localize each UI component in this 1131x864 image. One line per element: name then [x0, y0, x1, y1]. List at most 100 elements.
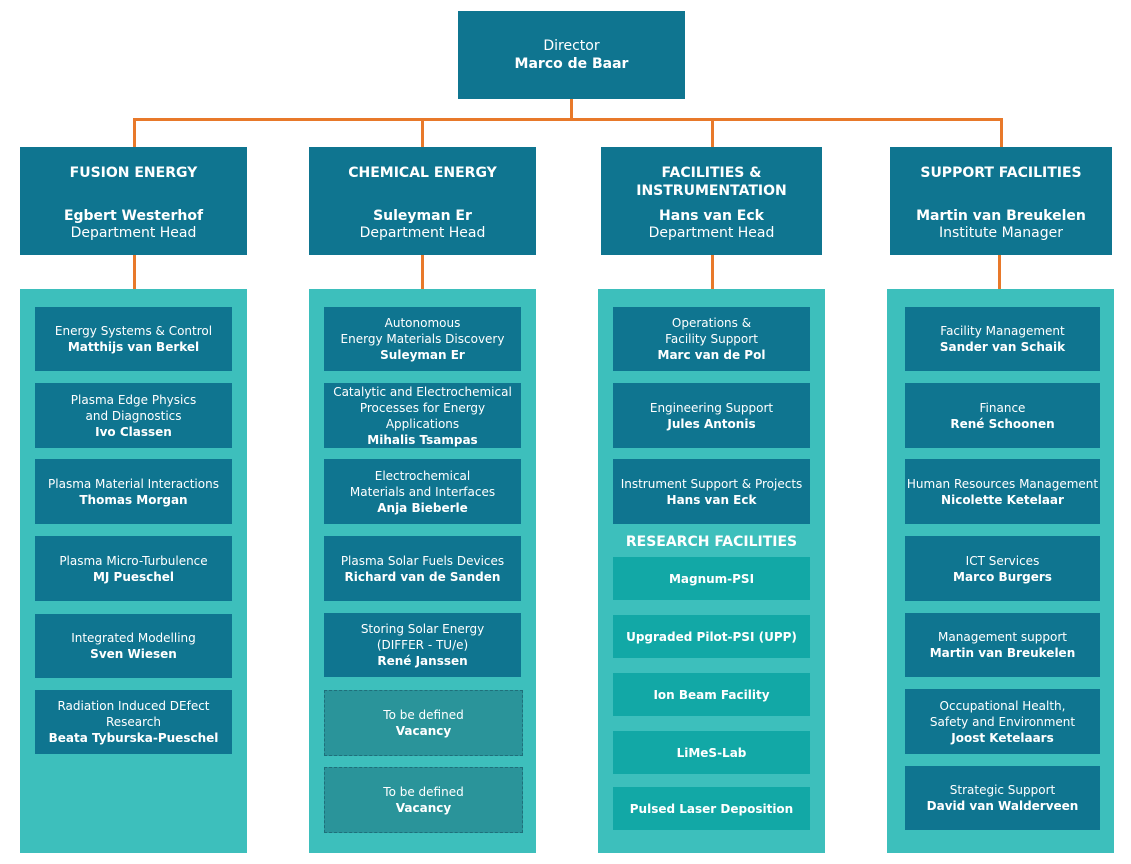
unit-card: Plasma Micro-Turbulence MJ Pueschel	[35, 536, 232, 601]
dept-head-name: Martin van Breukelen	[916, 208, 1086, 224]
unit-name: Instrument Support & Projects	[620, 476, 803, 491]
unit-card: Integrated Modelling Sven Wiesen	[35, 614, 232, 678]
research-facility-card: Upgraded Pilot-PSI (UPP)	[613, 615, 810, 658]
dept-title: SUPPORT FACILITIES	[920, 165, 1082, 181]
connector-dept-3-up	[711, 118, 714, 147]
dept-fusion-energy: FUSION ENERGY Egbert Westerhof Departmen…	[20, 147, 247, 255]
director-role: Director	[543, 38, 600, 54]
unit-head: Anja Bieberle	[377, 500, 468, 515]
unit-card: Operations & Facility Support Marc van d…	[613, 307, 810, 371]
unit-head: Mihalis Tsampas	[367, 432, 478, 447]
dept-title: FACILITIES & INSTRUMENTATION	[636, 165, 787, 199]
unit-head: Hans van Eck	[666, 492, 757, 507]
dept-head-role: Department Head	[648, 225, 775, 241]
connector-dept-1-up	[133, 118, 136, 147]
unit-name: Storing Solar Energy (DIFFER - TU/e)	[360, 622, 485, 652]
unit-name: Plasma Micro-Turbulence	[59, 553, 208, 568]
unit-head: Vacancy	[395, 724, 452, 738]
fusion-energy-column: Energy Systems & Control Matthijs van Be…	[20, 289, 247, 853]
unit-head: Richard van de Sanden	[344, 569, 501, 584]
unit-name: Plasma Solar Fuels Devices	[340, 553, 505, 568]
dept-facilities-instrumentation: FACILITIES & INSTRUMENTATION Hans van Ec…	[601, 147, 822, 255]
connector-dept-4-down	[998, 255, 1001, 289]
unit-card: Strategic Support David van Walderveen	[905, 766, 1100, 830]
unit-head: Beata Tyburska-Pueschel	[48, 731, 219, 745]
unit-head: Marco Burgers	[953, 569, 1052, 584]
unit-name: Facility Management	[940, 324, 1065, 338]
research-facility-name: Magnum-PSI	[668, 571, 755, 586]
connector-horizontal	[133, 118, 1003, 121]
unit-head: Martin van Breukelen	[929, 646, 1076, 660]
unit-card: Human Resources Management Nicolette Ket…	[905, 459, 1100, 524]
unit-name: Radiation Induced DEfect Research	[57, 699, 210, 729]
director-box: Director Marco de Baar	[458, 11, 685, 99]
unit-head: Sven Wiesen	[90, 647, 177, 661]
unit-card: Plasma Solar Fuels Devices Richard van d…	[324, 536, 521, 601]
unit-card: Instrument Support & Projects Hans van E…	[613, 459, 810, 524]
unit-name: Integrated Modelling	[71, 631, 196, 645]
unit-head: Vacancy	[395, 801, 452, 815]
unit-card: Plasma Material Interactions Thomas Morg…	[35, 459, 232, 524]
vacancy-card: To be defined Vacancy	[324, 767, 523, 833]
research-facility-card: Pulsed Laser Deposition	[613, 787, 810, 830]
unit-card: Energy Systems & Control Matthijs van Be…	[35, 307, 232, 371]
unit-card: Occupational Health, Safety and Environm…	[905, 689, 1100, 754]
research-facility-name: Upgraded Pilot-PSI (UPP)	[626, 629, 797, 644]
unit-head: David van Walderveen	[926, 799, 1079, 813]
unit-head: Jules Antonis	[667, 416, 756, 431]
unit-card: Storing Solar Energy (DIFFER - TU/e) Ren…	[324, 613, 521, 677]
unit-head: Sander van Schaik	[939, 340, 1066, 354]
unit-name: Occupational Health, Safety and Environm…	[929, 698, 1076, 729]
unit-card: Engineering Support Jules Antonis	[613, 383, 810, 448]
research-facilities-title: RESEARCH FACILITIES	[625, 534, 798, 550]
unit-name: Autonomous Energy Materials Discovery	[340, 316, 505, 346]
director-name: Marco de Baar	[514, 56, 629, 72]
unit-head: Nicolette Ketelaar	[941, 492, 1064, 507]
unit-name: Strategic Support	[949, 783, 1056, 797]
unit-name: Plasma Edge Physics and Diagnostics	[70, 392, 197, 423]
dept-head-name: Hans van Eck	[659, 208, 764, 224]
unit-name: To be defined	[383, 785, 464, 799]
connector-dept-1-down	[133, 255, 136, 289]
research-facility-card: Magnum-PSI	[613, 557, 810, 600]
unit-name: To be defined	[383, 708, 464, 722]
connector-dept-2-up	[421, 118, 424, 147]
unit-head: René Janssen	[377, 654, 468, 668]
unit-card: Autonomous Energy Materials Discovery Su…	[324, 307, 521, 371]
unit-card: Facility Management Sander van Schaik	[905, 307, 1100, 371]
connector-director-down	[570, 99, 573, 120]
facilities-column: Operations & Facility Support Marc van d…	[598, 289, 825, 853]
dept-title: FUSION ENERGY	[69, 165, 198, 181]
unit-head: Matthijs van Berkel	[67, 340, 200, 354]
research-facility-name: Ion Beam Facility	[653, 687, 770, 702]
unit-name: Catalytic and Electrochemical Processes …	[333, 384, 512, 431]
unit-head: Marc van de Pol	[657, 348, 766, 362]
unit-head: Suleyman Er	[380, 348, 465, 362]
unit-name: Finance	[979, 400, 1026, 415]
unit-head: Thomas Morgan	[79, 492, 188, 507]
unit-card: Management support Martin van Breukelen	[905, 613, 1100, 677]
dept-chemical-energy: CHEMICAL ENERGY Suleyman Er Department H…	[309, 147, 536, 255]
unit-card: Plasma Edge Physics and Diagnostics Ivo …	[35, 383, 232, 448]
unit-card: ICT Services Marco Burgers	[905, 536, 1100, 601]
unit-name: Operations & Facility Support	[665, 316, 758, 346]
vacancy-card: To be defined Vacancy	[324, 690, 523, 756]
dept-head-role: Institute Manager	[939, 225, 1063, 241]
research-facility-name: Pulsed Laser Deposition	[629, 801, 794, 816]
unit-card: Finance René Schoonen	[905, 383, 1100, 448]
unit-card: Catalytic and Electrochemical Processes …	[324, 383, 521, 448]
research-facility-name: LiMeS-Lab	[676, 745, 747, 760]
unit-name: ICT Services	[965, 553, 1040, 568]
unit-head: Ivo Classen	[95, 424, 172, 439]
unit-card: Electrochemical Materials and Interfaces…	[324, 459, 521, 524]
unit-name: Engineering Support	[649, 400, 774, 415]
unit-name: Human Resources Management	[906, 476, 1099, 491]
research-facility-card: Ion Beam Facility	[613, 673, 810, 716]
unit-name: Electrochemical Materials and Interfaces	[349, 468, 496, 499]
unit-card: Radiation Induced DEfect Research Beata …	[35, 690, 232, 754]
unit-head: René Schoonen	[950, 416, 1055, 431]
support-facilities-column: Facility Management Sander van Schaik Fi…	[887, 289, 1114, 853]
unit-head: MJ Pueschel	[92, 569, 175, 584]
chemical-energy-column: Autonomous Energy Materials Discovery Su…	[309, 289, 536, 853]
dept-support-facilities: SUPPORT FACILITIES Martin van Breukelen …	[890, 147, 1112, 255]
